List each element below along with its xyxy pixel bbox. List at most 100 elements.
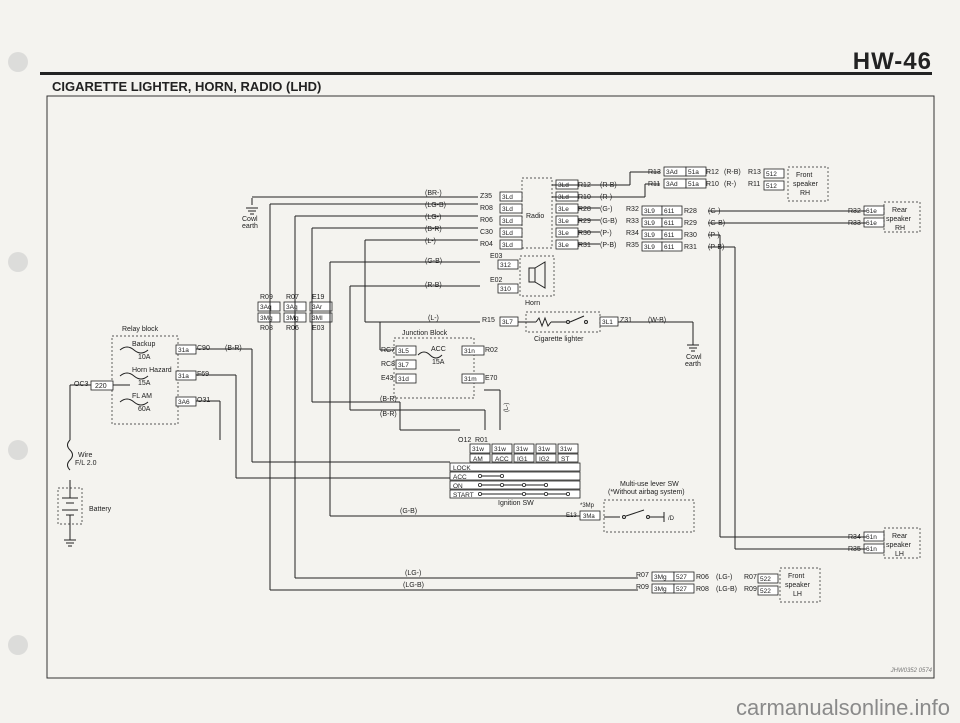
rear-speaker-rh: Rear speaker RH [883, 201, 921, 233]
rear-lh-pin: 61n [866, 546, 877, 553]
ign-pin: 31w [538, 446, 550, 453]
acc-fuse-name: ACC [431, 346, 446, 353]
front-lh-b-box [673, 583, 695, 594]
ign-row-label: ON [453, 483, 463, 490]
horn-pin-box [497, 259, 519, 270]
lighter-pin-in-box [499, 316, 519, 327]
svg-text:Front: Front [788, 573, 804, 580]
wire-lg: (LG-) [405, 570, 421, 577]
front-lh-pin-box [757, 573, 779, 584]
mid-conn-out: R29 [684, 220, 697, 227]
svg-text:speaker: speaker [886, 542, 912, 549]
junction-pin-box [395, 359, 417, 370]
front-rh-1: Front [796, 172, 812, 179]
mid-conn-out: R31 [684, 244, 697, 251]
front-rh-out: R12 [706, 169, 719, 176]
front-rh-b-box [685, 178, 707, 189]
radio-right-conn: R31 [578, 242, 591, 249]
relay-label: Relay block [122, 326, 159, 333]
radio-left-pin-box [499, 227, 523, 238]
horn-symbol: Horn [519, 255, 555, 307]
front-rh-sp: R13 [748, 169, 761, 176]
horn-conn: E03 [490, 253, 503, 260]
front-lh-b: 527 [676, 586, 687, 593]
mid-conn-a: 3L9 [644, 208, 655, 215]
ign-contact [477, 482, 482, 487]
grid-bot: R08 [260, 325, 273, 332]
front-rh-out: R10 [706, 181, 719, 188]
fuse-conn: 3A6 [178, 399, 190, 406]
fuse-symbol [119, 372, 149, 380]
ign-contact [477, 491, 482, 496]
grid-b-box [257, 312, 281, 323]
ign-pin: 31w [516, 446, 528, 453]
front-rh-b-box [685, 166, 707, 177]
junction-out-pin-box [461, 373, 485, 384]
front-rh-b: 51a [688, 181, 699, 188]
front-lh-sp: R09 [744, 586, 757, 593]
lighter-pin-out: 3L1 [602, 319, 613, 326]
front-lh-a: 3Mg [654, 574, 667, 581]
svg-text:earth: earth [685, 361, 701, 368]
ign-col-box [513, 453, 535, 463]
battery-label: Battery [89, 506, 112, 513]
fuse-name: FL AM [132, 393, 152, 400]
radio-right-dest: R35 [626, 242, 639, 249]
diagram-frame [46, 95, 935, 679]
radio-left-pin-box [499, 191, 523, 202]
front-lh-sp: R07 [744, 574, 757, 581]
binder-hole-3 [8, 440, 28, 460]
front-rh-pin: 512 [766, 171, 777, 178]
fuse-symbol [119, 398, 149, 406]
mid-conn-b-box [661, 217, 683, 228]
junction-out-pin: 31m [464, 376, 477, 383]
binder-hole-1 [8, 52, 28, 72]
page-title: CIGARETTE LIGHTER, HORN, RADIO (LHD) [52, 79, 322, 94]
fuse-rating: 60A [138, 406, 151, 413]
mid-conn-a: 3L9 [644, 220, 655, 227]
ign-col-label: IG2 [539, 456, 550, 463]
grid-top: E19 [312, 294, 325, 301]
radio-left-pin: 3Ld [502, 230, 513, 237]
mid-conn-b-box [661, 241, 683, 252]
lighter-label: Cigarette lighter [534, 336, 584, 343]
radio-right-wire: (G-B) [600, 218, 617, 225]
ign-pin-box [491, 443, 513, 454]
rear-speaker-lh: Rear speaker LH [883, 527, 921, 559]
lighter-wire: (L-) [428, 315, 439, 322]
front-lh-b-box [673, 571, 695, 582]
radio-left-wire: (LG-B) [425, 202, 446, 209]
wire-br1: (B-R) [380, 396, 397, 403]
ign-contact [544, 482, 549, 487]
header-rule [40, 72, 932, 75]
junction-out: R02 [485, 347, 498, 354]
svg-text:/D: /D [668, 516, 675, 522]
radio-right-dest: R33 [626, 218, 639, 225]
ign-col-box [491, 453, 513, 463]
ign-pin: 31w [472, 446, 484, 453]
conn-o12: O12 [458, 437, 471, 444]
ign-col-box [535, 453, 557, 463]
radio-left-pin: 3Ld [502, 194, 513, 201]
radio-left-conn: Z35 [480, 193, 492, 200]
mid-conn-b: 611 [664, 220, 675, 227]
radio-right-dest: R34 [626, 230, 639, 237]
fuse-conn: 31a [178, 347, 189, 354]
mid-conn-a: 3L9 [644, 244, 655, 251]
radio-left-pin: 3Ld [502, 206, 513, 213]
grid-b: 3MI [312, 315, 323, 322]
svg-text:LH: LH [895, 551, 904, 558]
conn-r01: R01 [475, 437, 488, 444]
watermark: carmanualsonline.info [735, 695, 950, 720]
svg-text:Wire: Wire [78, 452, 92, 459]
front-rh-wire: (R-) [724, 181, 736, 188]
front-lh-in: R09 [636, 584, 649, 591]
ign-col-label: AM [473, 456, 483, 463]
horn-conn: E02 [490, 277, 503, 284]
wire-lgb: (LG-B) [403, 582, 424, 589]
ign-row-label: ACC [453, 474, 467, 481]
